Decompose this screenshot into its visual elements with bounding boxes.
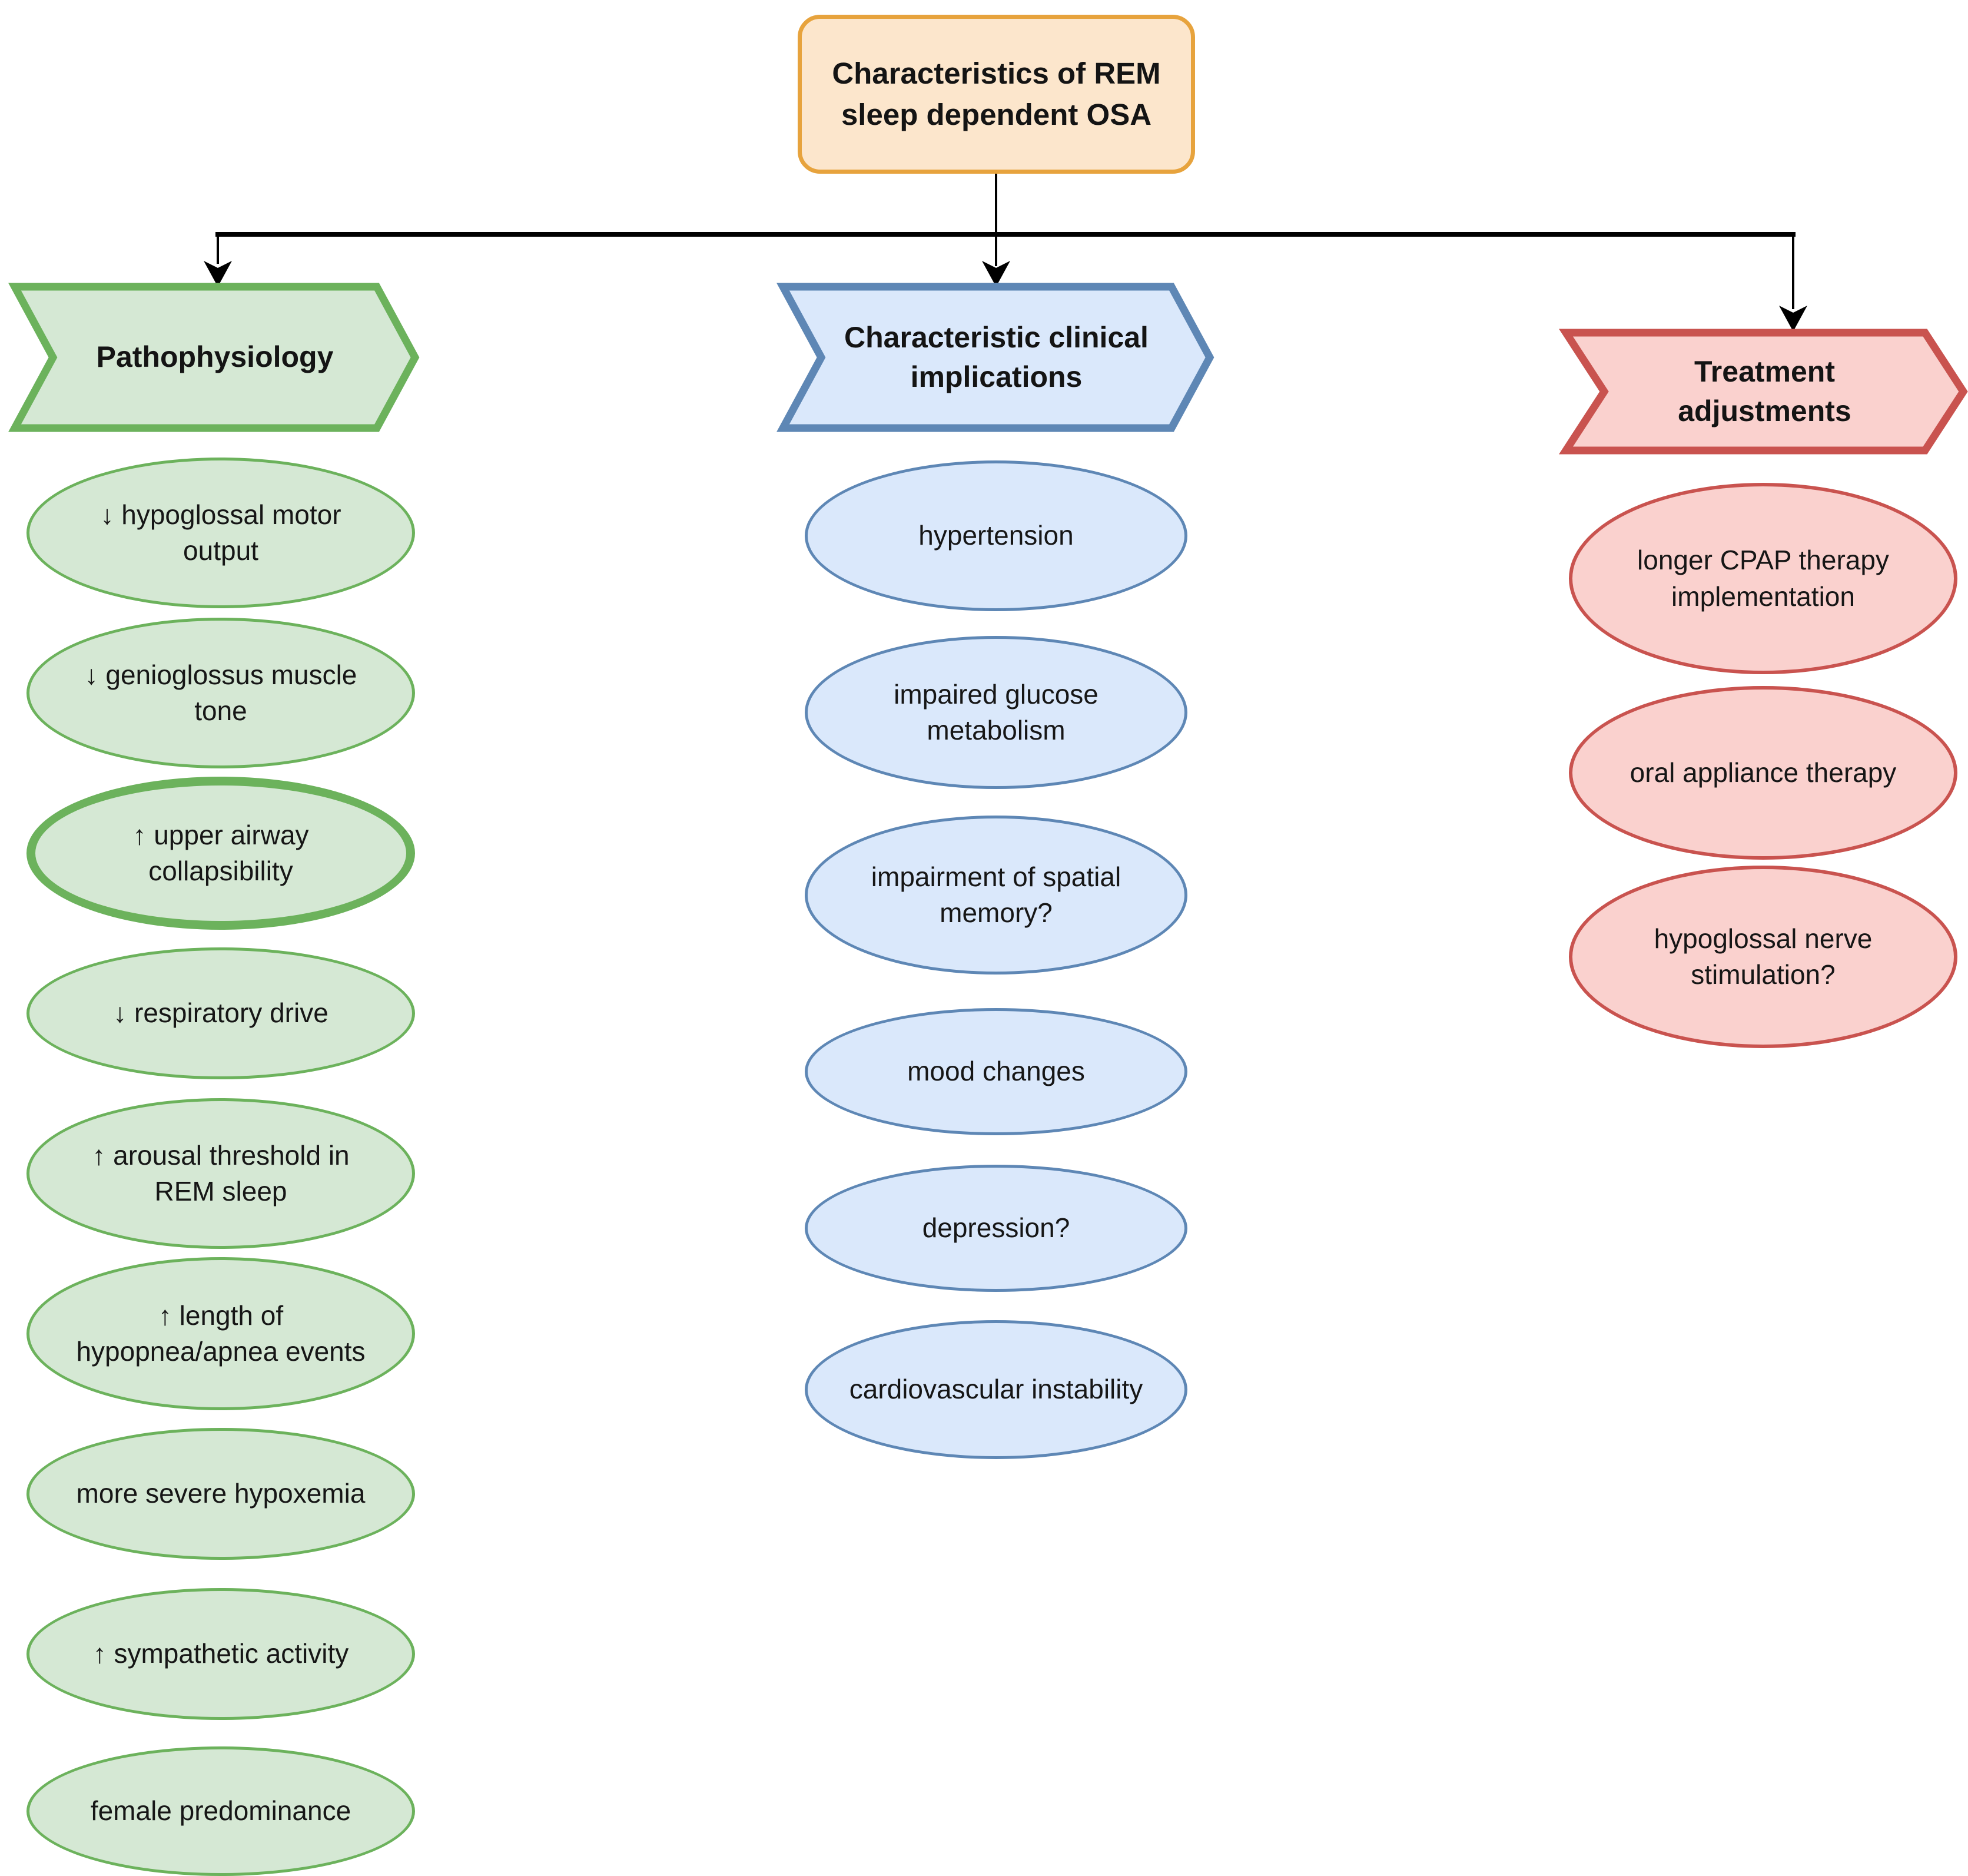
node-label: ↓ respiratory drive [113, 997, 328, 1029]
node-label: hypoglossal nerve stimulation? [1654, 923, 1873, 990]
node-label: hypertension [918, 520, 1074, 551]
chevron-shape-clinical-implications [776, 283, 1214, 432]
node-label: mood changes [907, 1056, 1085, 1087]
branch-header-pathophysiology: Pathophysiology [53, 287, 377, 428]
branch-header-label: Treatment adjustments [1678, 354, 1851, 428]
node-oral-appliance-therapy: oral appliance therapy [1569, 686, 1957, 860]
node-label: oral appliance therapy [1630, 757, 1897, 788]
node-label: depression? [922, 1212, 1070, 1244]
branch-header-treatment-adjustments: Treatment adjustments [1604, 333, 1925, 450]
node-depression: depression? [805, 1165, 1187, 1292]
node-label: ↑ sympathetic activity [92, 1638, 349, 1669]
node-hypoglossal-nerve-stimulation: hypoglossal nerve stimulation? [1569, 866, 1957, 1048]
node-label: female predominance [90, 1795, 351, 1827]
node-female-predominance: female predominance [26, 1746, 415, 1876]
arrowhead-icon [1779, 306, 1807, 332]
node-hypertension: hypertension [805, 460, 1187, 611]
node-label: ↑ upper airway collapsibility [132, 819, 309, 886]
arrowhead-icon [204, 261, 232, 287]
node-label: longer CPAP therapy implementation [1637, 545, 1889, 612]
node-impairment-of-spatial-memory: impairment of spatial memory? [805, 816, 1187, 975]
node-longer-cpap-therapy-implementation: longer CPAP therapy implementation [1569, 483, 1957, 674]
node-label: impairment of spatial memory? [871, 861, 1121, 928]
node-more-severe-hypoxemia: more severe hypoxemia [26, 1428, 415, 1560]
chevron-shape-pathophysiology [8, 283, 420, 432]
node-cardiovascular-instability: cardiovascular instability [805, 1320, 1187, 1459]
node-sympathetic-activity: ↑ sympathetic activity [26, 1588, 415, 1720]
node-label: ↑ length of hypopnea/apnea events [76, 1300, 366, 1367]
node-respiratory-drive: ↓ respiratory drive [26, 947, 415, 1079]
node-label: cardiovascular instability [849, 1374, 1143, 1405]
node-label: ↓ hypoglossal motor output [100, 499, 341, 566]
node-label: impaired glucose metabolism [894, 678, 1099, 745]
node-label: ↑ arousal threshold in REM sleep [92, 1139, 350, 1207]
node-label: ↓ genioglossus muscle tone [84, 659, 357, 726]
node-upper-airway-collapsibility: ↑ upper airway collapsibility [26, 777, 415, 930]
root-node: Characteristics of REM sleep dependent O… [798, 15, 1195, 174]
node-arousal-threshold-rem-sleep: ↑ arousal threshold in REM sleep [26, 1098, 415, 1249]
root-node-label: Characteristics of REM sleep dependent O… [832, 56, 1161, 131]
node-label: more severe hypoxemia [76, 1478, 366, 1509]
node-mood-changes: mood changes [805, 1008, 1187, 1135]
arrowhead-icon [982, 261, 1010, 287]
branch-header-label: Pathophysiology [96, 340, 334, 374]
chevron-shape-treatment-adjustments [1559, 329, 1968, 455]
branch-header-label: Characteristic clinical implications [844, 320, 1149, 394]
node-hypoglossal-motor-output: ↓ hypoglossal motor output [26, 458, 415, 608]
node-impaired-glucose-metabolism: impaired glucose metabolism [805, 636, 1187, 789]
node-length-of-hypopnea-apnea-events: ↑ length of hypopnea/apnea events [26, 1257, 415, 1410]
branch-header-clinical-implications: Characteristic clinical implications [821, 287, 1171, 428]
node-genioglossus-muscle-tone: ↓ genioglossus muscle tone [26, 618, 415, 768]
